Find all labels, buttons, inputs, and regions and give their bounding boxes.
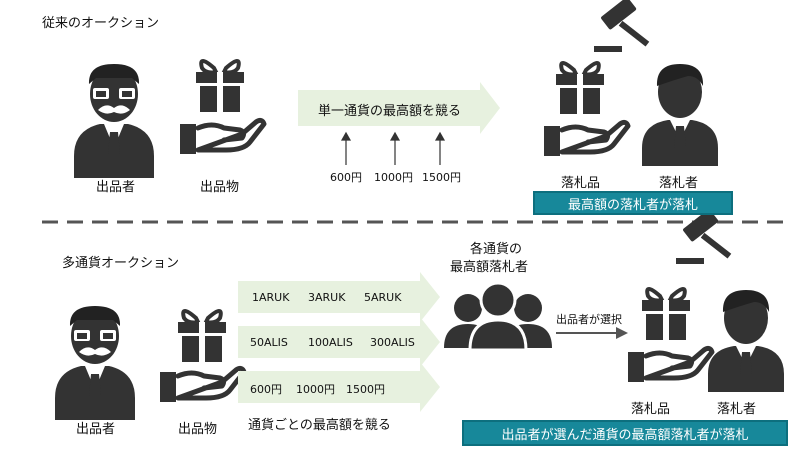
bid-600: 600円 — [330, 171, 362, 184]
alis-bid-3: 300ALIS — [370, 336, 415, 349]
bottom-result-banner: 出品者が選んだ通貨の最高額落札者が落札 — [462, 420, 788, 446]
open-hand-icon-bottom — [160, 368, 244, 402]
bid-up-arrows — [340, 131, 446, 165]
bid-1500: 1500円 — [422, 171, 461, 184]
currency-arrow-yen — [238, 362, 440, 412]
open-hand-icon — [180, 120, 264, 154]
currency-arrow-alis — [238, 317, 440, 367]
yen-bid-2: 1000円 — [296, 383, 335, 396]
won-open-hand-icon-bottom — [628, 348, 712, 382]
winner-label: 落札者 — [659, 176, 699, 191]
select-text: 出品者が選択 — [556, 313, 622, 326]
top-section-title: 従来のオークション — [42, 16, 160, 31]
gavel-icon — [594, 0, 650, 53]
bid-1000: 1000円 — [374, 171, 413, 184]
item-label-bottom: 出品物 — [178, 422, 218, 437]
gift-box-icon — [194, 59, 246, 114]
alis-bid-2: 100ALIS — [308, 336, 353, 349]
group-label-line2: 最高額落札者 — [450, 260, 529, 275]
bottom-section-title: 多通貨オークション — [62, 256, 180, 271]
won-open-hand-icon — [544, 122, 628, 156]
seller-label-bottom: 出品者 — [76, 422, 116, 437]
won-item-label-bottom: 落札品 — [631, 402, 671, 417]
seller-icon — [74, 64, 154, 178]
seller-label: 出品者 — [96, 180, 136, 195]
aruk-bid-1: 1ARUK — [252, 291, 290, 304]
seller-icon-bottom — [55, 306, 135, 420]
gift-box-icon-bottom — [176, 309, 228, 364]
alis-bid-1: 50ALIS — [250, 336, 288, 349]
top-result-banner: 最高額の落札者が落札 — [533, 191, 733, 215]
yen-bid-3: 1500円 — [346, 383, 385, 396]
currency-arrow-aruk — [238, 272, 440, 322]
winner-person-icon-bottom — [708, 290, 784, 392]
winner-person-icon — [642, 64, 718, 166]
winner-label-bottom: 落札者 — [717, 402, 757, 417]
won-gift-box-icon-bottom — [640, 287, 692, 342]
people-group-icon — [442, 281, 554, 352]
group-label-line1: 各通貨の — [470, 242, 523, 257]
bid-arrow — [298, 82, 500, 134]
yen-bid-1: 600円 — [250, 383, 282, 396]
won-item-label: 落札品 — [561, 176, 601, 191]
aruk-bid-3: 5ARUK — [364, 291, 402, 304]
aruk-bid-2: 3ARUK — [308, 291, 346, 304]
select-arrow — [556, 327, 628, 339]
won-gift-box-icon — [554, 61, 606, 116]
gavel-icon-bottom — [676, 208, 732, 264]
compete-text: 通貨ごとの最高額を競る — [248, 418, 391, 433]
item-label: 出品物 — [200, 180, 240, 195]
top-arrow-text: 単一通貨の最高額を競る — [318, 104, 462, 119]
